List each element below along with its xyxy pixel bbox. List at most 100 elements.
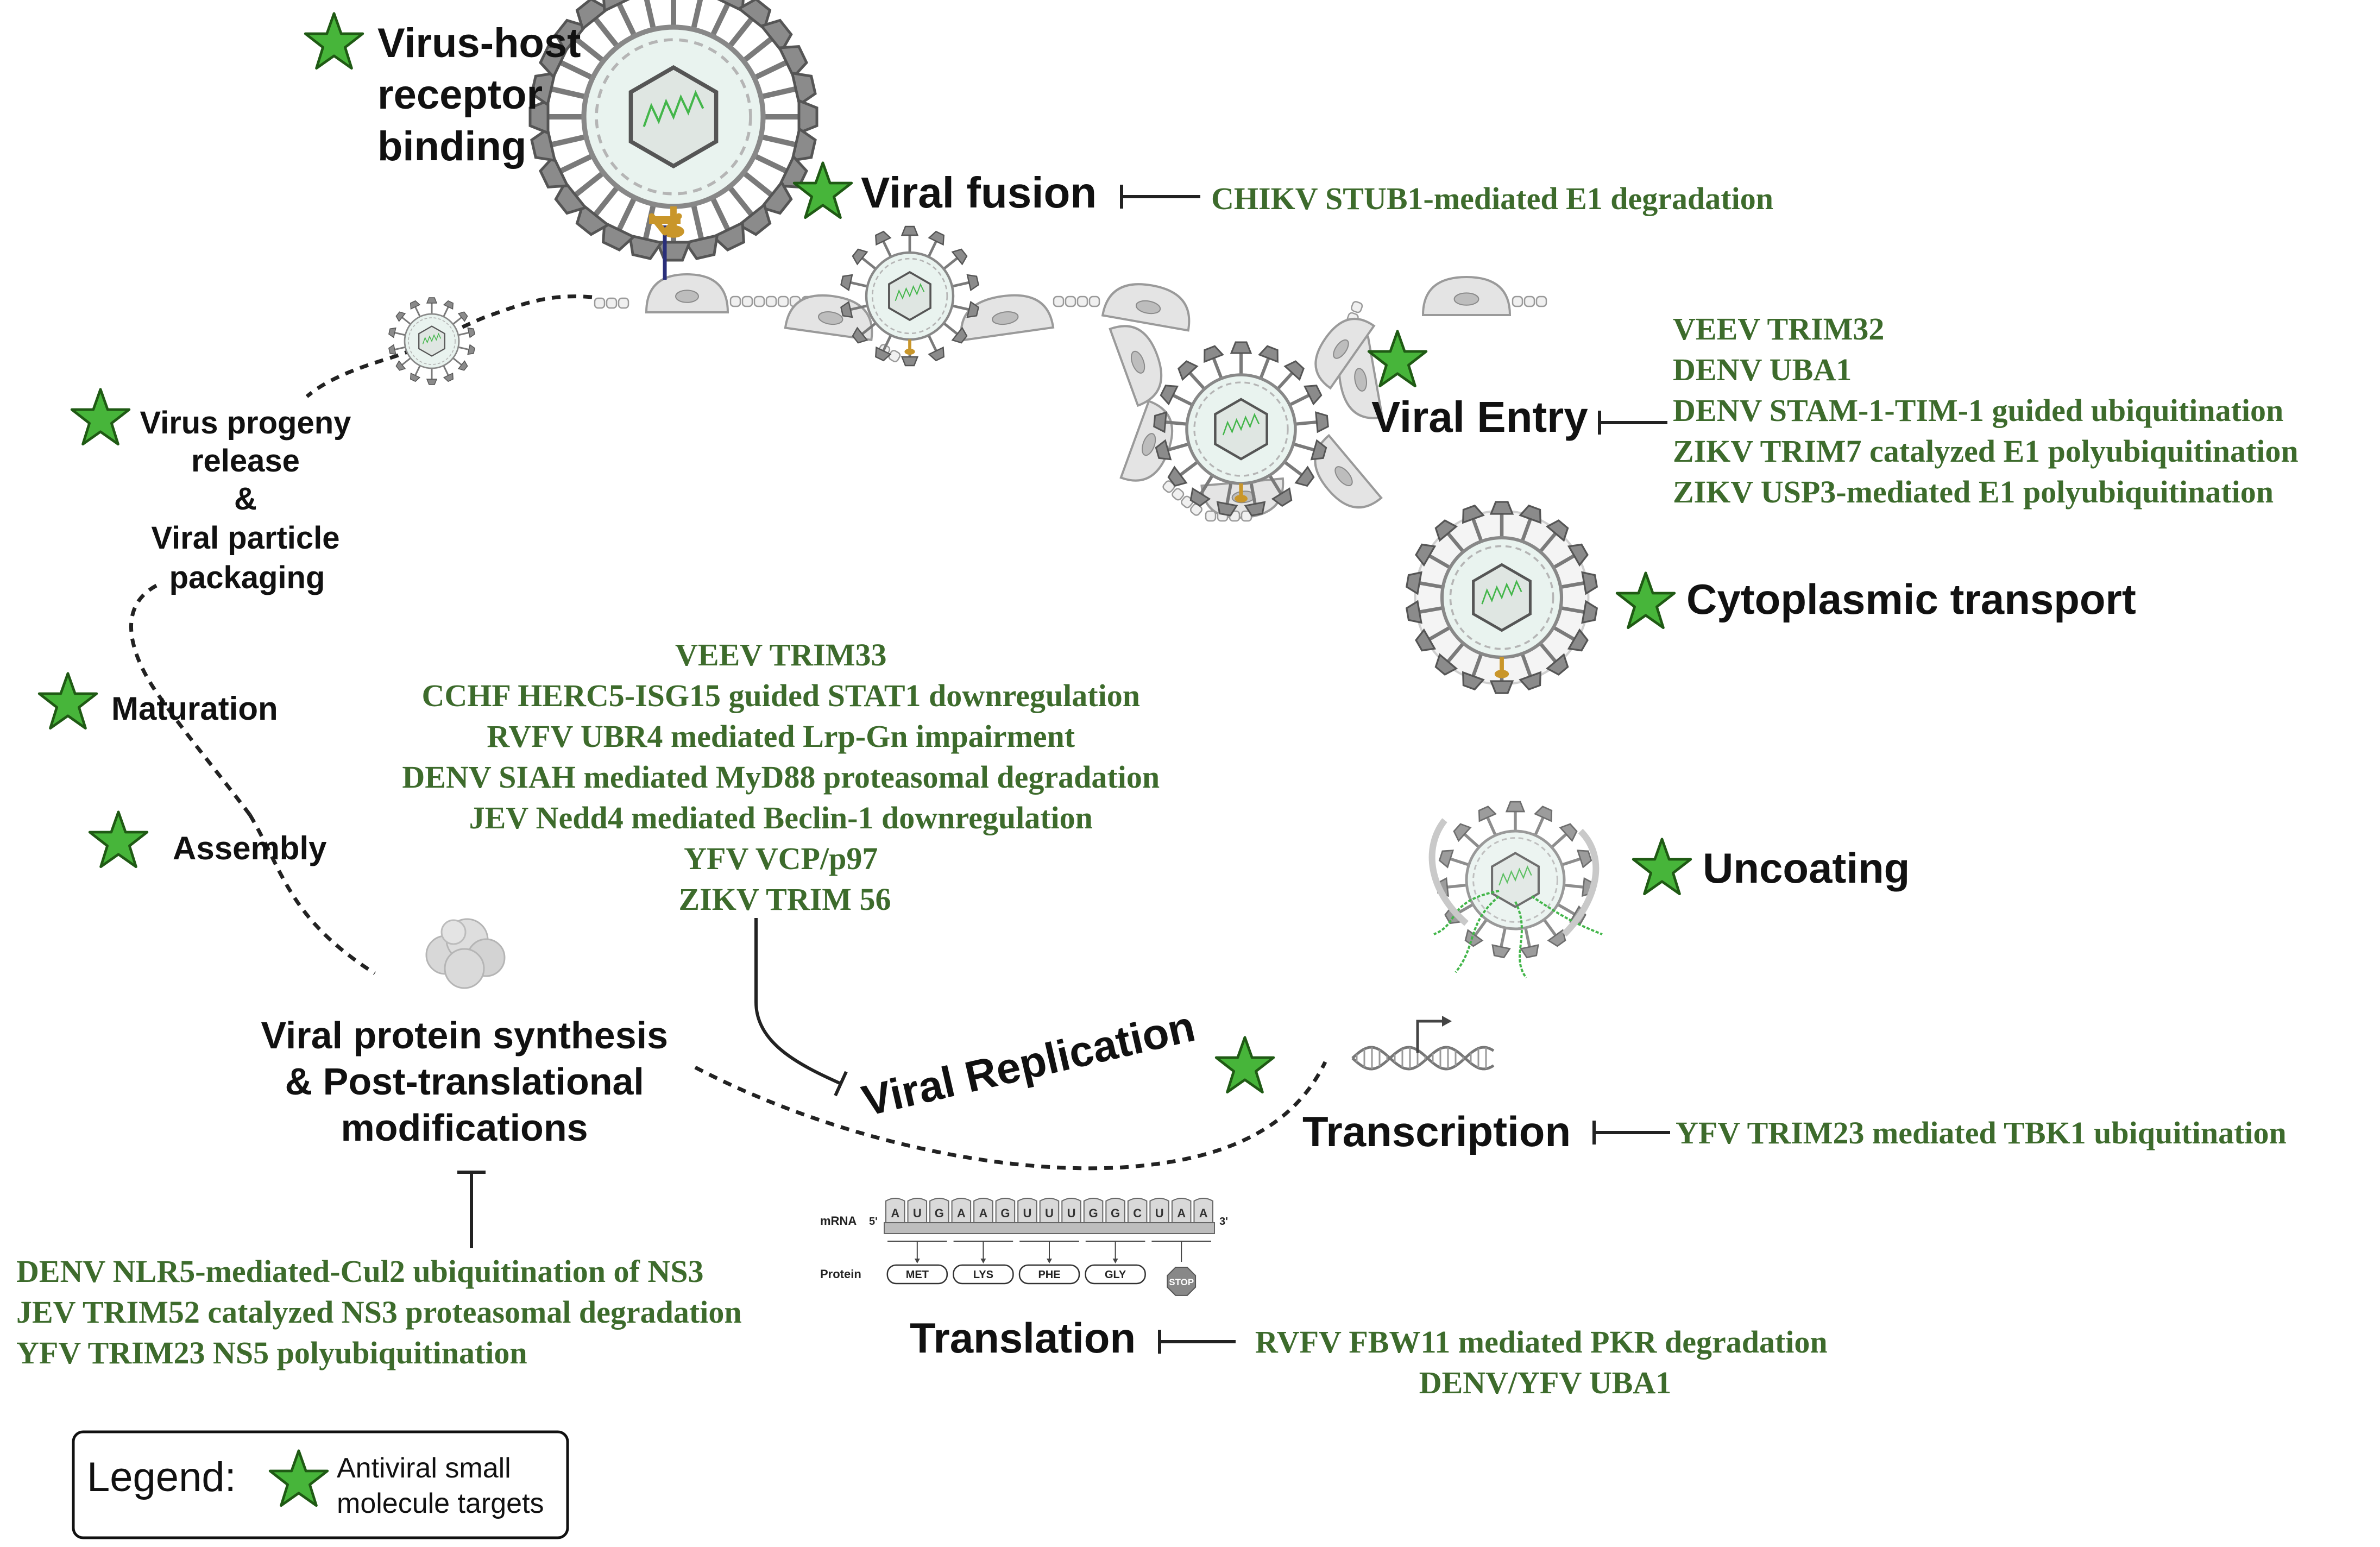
legend-text-line: Antiviral small [337,1452,511,1484]
amino-acid: LYS [953,1241,1014,1285]
inhibitor-item: DENV STAM-1-TIM-1 guided ubiquitination [1673,393,2283,428]
inhibitor-fusion: CHIKV STUB1-mediated E1 degradation [1211,181,1773,216]
star-icon [39,674,97,728]
codon-base: G [1083,1198,1104,1223]
codon-base: U [907,1198,928,1223]
codon-letter: A [957,1206,966,1220]
path-synthesis-to-replication [694,1061,1327,1171]
stage-protein-synthesis-line: Viral protein synthesis [261,1014,669,1057]
stage-receptor-binding-line: receptor [377,72,543,118]
star-icon [1216,1037,1274,1092]
stage-protein-synthesis-line: & Post-translational [285,1060,644,1103]
codon-base: U [1039,1198,1060,1223]
stage-progeny-release-line: Viral particle [151,520,339,556]
inhibitor-item: DENV NLR5-mediated-Cul2 ubiquitination o… [16,1254,703,1289]
amino-acid-label: GLY [1105,1269,1126,1281]
star-icon [1633,839,1691,894]
inhibitor-item: VEEV TRIM32 [1673,311,1884,347]
inhibitor-translation: RVFV FBW11 mediated PKR degradation DENV… [1255,1324,1835,1400]
codon-letter: C [1133,1206,1142,1220]
host-cell-icon [1421,275,1512,316]
star-icon [72,389,129,444]
amino-acid: MET [886,1241,948,1285]
stage-transport: Cytoplasmic transport [1686,575,2136,623]
inhibitor-protein-synthesis: DENV NLR5-mediated-Cul2 ubiquitination o… [16,1254,750,1370]
amino-acid: PHE [1018,1241,1080,1285]
legend-text-line: molecule targets [337,1488,544,1519]
virus-particle-icon [528,0,818,262]
stage-fusion: Viral fusion [861,168,1097,217]
stage-protein-synthesis: Viral protein synthesis & Post-translati… [261,1014,679,1149]
codon-base: A [973,1198,993,1223]
stage-protein-synthesis-line: modifications [341,1106,588,1149]
inhibitor-item: DENV UBA1 [1673,352,1852,387]
inhibitor-item: DENV/YFV UBA1 [1419,1365,1672,1400]
inhibitor-item: JEV TRIM52 catalyzed NS3 proteasomal deg… [16,1294,742,1330]
inhibitor-item: ZIKV USP3-mediated E1 polyubiquitination [1673,474,2274,510]
inhibit-line-replication [754,918,842,1085]
inhibitor-item: JEV Nedd4 mediated Beclin-1 downregulati… [469,800,1093,835]
lifecycle-path [129,294,1327,1171]
virus-layer [388,0,1603,979]
stage-transcription: Transcription [1302,1108,1571,1155]
codon-base: A [885,1198,905,1223]
inhibitor-item: RVFV FBW11 mediated PKR degradation [1255,1324,1828,1360]
codon-letter: A [891,1206,899,1220]
stage-maturation: Maturation [111,690,278,727]
star-icon [1369,331,1426,386]
inhibitor-lists: CHIKV STUB1-mediated E1 degradation VEEV… [16,181,2306,1400]
legend-title: Legend: [87,1454,236,1500]
codon-base: A [1193,1198,1213,1223]
codon-letter: G [935,1206,944,1220]
inhibition-lines [457,185,1670,1354]
inhibitor-item: YFV VCP/p97 [684,841,878,876]
host-receptor-icon [648,213,682,280]
codon-letter: A [1177,1206,1186,1220]
inhibitor-entry: VEEV TRIM32 DENV UBA1 DENV STAM-1-TIM-1 … [1673,311,2306,510]
codon-letter: G [1000,1206,1010,1220]
amino-acid-label: LYS [973,1269,993,1281]
inhibitor-item: YFV TRIM23 mediated TBK1 ubiquitination [1676,1115,2287,1150]
amino-acid-row: MET LYS PHE GLY STOP [886,1241,1211,1296]
stage-receptor-binding-line: binding [377,123,526,169]
codon-letter: U [1155,1206,1164,1220]
stage-uncoating: Uncoating [1703,844,1910,892]
inhibitor-item: YFV TRIM23 NS5 polyubiquitination [16,1335,527,1370]
stage-progeny-release-line: release [191,443,300,479]
stage-replication: Viral Replication [858,1002,1199,1125]
star-icon [305,14,363,68]
codon-base: G [995,1198,1016,1223]
virus-particle-icon [1405,501,1598,694]
stage-assembly: Assembly [173,830,327,866]
inhibitor-item: ZIKV TRIM7 catalyzed E1 polyubiquitinati… [1673,433,2299,469]
codon-letter: U [1045,1206,1054,1220]
codon-letter: G [1089,1206,1098,1220]
codon-base: U [1061,1198,1081,1223]
virus-particle-icon [1436,801,1595,959]
amino-acid: GLY [1085,1241,1146,1285]
codon-letter: U [1067,1206,1076,1220]
five-prime-label: 5' [869,1216,878,1228]
stage-receptor-binding-line: Virus-host [377,20,581,66]
codon-base: U [1149,1198,1169,1223]
virus-particle-icon [388,297,475,385]
codon-base: G [929,1198,949,1223]
stage-progeny-release: Virus progeny release & Viral particle p… [140,405,360,595]
stage-progeny-release-line: packaging [169,560,325,595]
codon-letter: A [1199,1206,1208,1220]
host-cell-icon [1314,317,1376,390]
codon-base: U [1017,1198,1037,1223]
virus-particle-icon [1153,341,1329,517]
codon-letter: U [1023,1206,1032,1220]
path-release-to-binding [305,294,593,398]
host-cell-icon [1101,283,1191,332]
inhibitor-transcription: YFV TRIM23 mediated TBK1 ubiquitination [1676,1115,2287,1150]
codon-base: C [1127,1198,1148,1223]
inhibitor-item: DENV SIAH mediated MyD88 proteasomal deg… [402,759,1160,795]
codon-base: A [1171,1198,1192,1223]
stop-codon: STOP [1151,1241,1211,1296]
inhibitor-item: CCHF HERC5-ISG15 guided STAT1 downregula… [422,678,1140,713]
codon-letter: G [1111,1206,1120,1220]
path-release-to-maturation [129,583,251,816]
